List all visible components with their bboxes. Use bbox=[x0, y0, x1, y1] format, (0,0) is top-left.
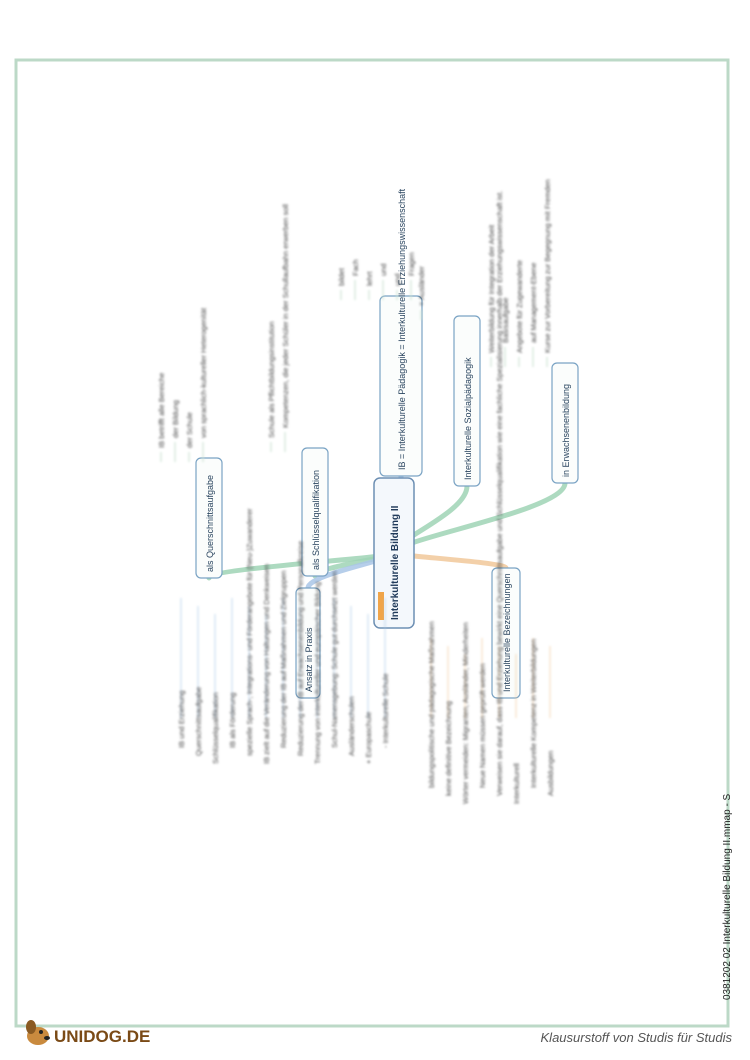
branch-box bbox=[301, 447, 329, 577]
child-node: Querschnittsaufgabe bbox=[194, 687, 203, 756]
document-filename: 0381202 02 Interkulturelle Bildung II.mm… bbox=[722, 793, 733, 1000]
branch-3[interactable]: IB = Interkulturelle Pädagogik = Interku… bbox=[337, 188, 423, 477]
child-node: Basisaufgabe bbox=[501, 298, 510, 343]
child-node: spezielle Sprach-, Integrations- und För… bbox=[245, 508, 254, 756]
child-node: von sprachlich-kultureller Heterogenität bbox=[199, 307, 208, 438]
branch-label: Interkulturelle Sozialpädagogik bbox=[463, 357, 473, 480]
child-node: Interkulturell bbox=[512, 763, 521, 804]
branch-6[interactable]: Ansatz in Praxis IB und Erziehung Querschn… bbox=[177, 508, 390, 764]
branch-label: in Erwachsenenbildung bbox=[561, 384, 571, 477]
child-node: Angebote für Zugewanderte bbox=[515, 260, 524, 353]
branch-7-children: bildungspolitische und pädagogische Maßn… bbox=[427, 191, 555, 804]
footer-tagline: Klausurstoff von Studis für Studis bbox=[540, 1030, 732, 1045]
branch-box bbox=[453, 315, 481, 487]
child-node: Ausbildungen bbox=[546, 751, 555, 796]
child-node: - Interkulturelle Schule bbox=[381, 673, 390, 748]
branch-label: IB = Interkulturelle Pädagogik = Interku… bbox=[397, 188, 407, 470]
child-node: Ausländerschulen bbox=[347, 696, 356, 756]
child-node: Neue Namen müssen geprüft werden bbox=[478, 663, 487, 788]
child-node: der Bildung bbox=[171, 400, 180, 438]
child-node: + Europaschule bbox=[364, 712, 373, 764]
child-node: IB als Förderung bbox=[228, 693, 237, 748]
child-node: und bbox=[393, 273, 402, 286]
branch-box bbox=[195, 457, 223, 579]
branch-box bbox=[379, 295, 423, 477]
child-node: Weiterbildung für Integration der Arbeit bbox=[487, 224, 496, 353]
branch-6-children: IB und Erziehung Querschnittsaufgabe Schlü… bbox=[177, 508, 390, 764]
dog-icon bbox=[26, 1020, 50, 1045]
branch-label: Ansatz in Praxis bbox=[304, 627, 314, 692]
branch-5-children: Weiterbildung für Integration der Arbeit… bbox=[487, 179, 552, 367]
mindmap-diagram: Interkulturelle Bildung II als Querschnit… bbox=[14, 58, 730, 1028]
logo-text: UNIDOG.DE bbox=[54, 1027, 150, 1046]
branch-link-5 bbox=[391, 480, 568, 556]
unidog-logo: UNIDOG.DE bbox=[26, 1020, 150, 1046]
branch-4-children: = Ausländer bbox=[417, 266, 426, 320]
child-node: Wörter vermeiden: Migranten, Ausländer, … bbox=[461, 622, 470, 804]
child-node: IB und Erziehung bbox=[177, 690, 186, 748]
root-node[interactable]: Interkulturelle Bildung II bbox=[373, 477, 415, 629]
child-node: Fach bbox=[351, 259, 360, 276]
child-node: IB zielt auf die Veränderung von Haltung… bbox=[262, 564, 271, 764]
child-node: Kompetenzen, die jeder Schüler in der Sc… bbox=[281, 204, 290, 428]
child-node: Kurse zur Vorbereitung zur Begegnung mit… bbox=[543, 179, 552, 353]
child-node: Verweisen sie darauf, dass IB und Erzieh… bbox=[495, 191, 504, 796]
child-node: Schul-Namensgebung: Schule gut durchsetz… bbox=[330, 571, 339, 748]
branch-7[interactable]: Interkulturelle Bezeichnungen bildungspol… bbox=[427, 191, 555, 804]
child-node: Schule als Pflichtbildungsinstitution bbox=[267, 321, 276, 438]
mindmap-frame: Interkulturelle Bildung II als Querschnit… bbox=[14, 58, 730, 1028]
branch-2-children: Schule als Pflichtbildungsinstitution Kom… bbox=[267, 204, 290, 452]
branch-box bbox=[295, 587, 321, 699]
root-label: Interkulturelle Bildung II bbox=[390, 505, 401, 620]
child-node: bildet bbox=[337, 267, 346, 286]
branch-1-children: IB betrifft alle Bereiche der Bildung der … bbox=[157, 307, 208, 462]
child-node: Reduzierung der IB auf Erwachsenenbildun… bbox=[296, 541, 305, 756]
child-node: Schlüsselqualifikation bbox=[211, 692, 220, 764]
child-node: IB betrifft alle Bereiche bbox=[157, 373, 166, 448]
child-node: = Ausländer bbox=[417, 266, 426, 306]
branch-1[interactable]: als Querschnittsaufgabe IB betrifft alle … bbox=[157, 307, 223, 579]
branch-4[interactable]: Interkulturelle Sozialpädagogik = Ausländ… bbox=[417, 266, 481, 487]
child-node: Reduzierung der IB auf Maßnahmen und Zie… bbox=[279, 570, 288, 748]
child-node: bildungspolitische und pädagogische Maßn… bbox=[427, 621, 436, 788]
child-node: der Schule bbox=[185, 412, 194, 448]
branch-5[interactable]: in Erwachsenenbildung Weiterbildung für I… bbox=[487, 179, 579, 484]
branch-label: Interkulturelle Bezeichnungen bbox=[502, 573, 512, 692]
child-node: lehrt bbox=[365, 270, 374, 286]
child-node: Fragen bbox=[407, 252, 416, 276]
branch-2[interactable]: als Schlüsselqualifikation Schule als Pfl… bbox=[267, 204, 329, 577]
child-node: Interkulturelle Kompetenz in Weiterbildu… bbox=[529, 639, 538, 788]
branch-box bbox=[551, 362, 579, 484]
child-node: keine definitive Bezeichnung bbox=[444, 701, 453, 796]
child-node: auf Management-Ebene bbox=[529, 263, 538, 343]
branch-label: als Querschnittsaufgabe bbox=[205, 475, 215, 572]
child-node: und bbox=[379, 263, 388, 276]
child-node: Trennung von interkultureller und europä… bbox=[313, 582, 322, 764]
branch-label: als Schlüsselqualifikation bbox=[311, 470, 321, 570]
